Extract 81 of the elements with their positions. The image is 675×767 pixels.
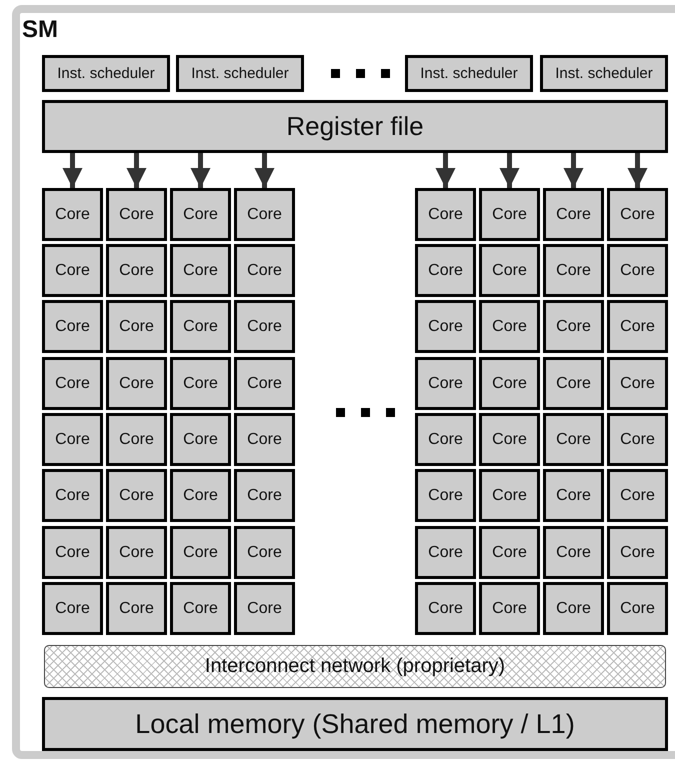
core-block: Core (415, 357, 476, 410)
core-block: Core (607, 357, 668, 410)
core-block: Core (415, 526, 476, 579)
core-block: Core (415, 300, 476, 353)
core-block: Core (543, 413, 604, 466)
core-block: Core (415, 413, 476, 466)
core-block: Core (415, 582, 476, 635)
core-block: Core (479, 244, 540, 297)
core-block: Core (607, 582, 668, 635)
core-block: Core (106, 244, 167, 297)
scheduler-block: Inst. scheduler (540, 55, 668, 92)
panel-title: SM (22, 17, 58, 43)
core-block: Core (106, 357, 167, 410)
core-block: Core (607, 188, 668, 241)
core-block: Core (42, 469, 103, 522)
core-block: Core (170, 357, 231, 410)
local-memory-bar: Local memory (Shared memory / L1) (42, 697, 668, 751)
core-block: Core (479, 469, 540, 522)
core-block: Core (415, 188, 476, 241)
arrow (254, 153, 274, 188)
core-block: Core (234, 244, 295, 297)
core-block: Core (234, 413, 295, 466)
scheduler-block: Inst. scheduler (405, 55, 533, 92)
core-block: Core (42, 244, 103, 297)
core-block: Core (170, 300, 231, 353)
interconnect-bar: Interconnect network (proprietary) (44, 645, 666, 688)
core-block: Core (415, 244, 476, 297)
core-block: Core (106, 469, 167, 522)
arrow (500, 153, 520, 188)
core-block: Core (106, 300, 167, 353)
core-block: Core (42, 357, 103, 410)
scheduler-block: Inst. scheduler (176, 55, 304, 92)
core-block: Core (106, 413, 167, 466)
core-block: Core (607, 413, 668, 466)
core-block: Core (170, 413, 231, 466)
core-block: Core (170, 526, 231, 579)
core-block: Core (170, 582, 231, 635)
arrow (436, 153, 456, 188)
core-block: Core (234, 582, 295, 635)
core-block: Core (543, 526, 604, 579)
register-file-block: Register file (42, 100, 668, 153)
sm-panel (12, 5, 675, 759)
core-block: Core (170, 188, 231, 241)
core-block: Core (42, 300, 103, 353)
core-block: Core (479, 526, 540, 579)
core-block: Core (479, 413, 540, 466)
core-block: Core (234, 300, 295, 353)
core-block: Core (170, 469, 231, 522)
core-block: Core (415, 469, 476, 522)
arrow (564, 153, 584, 188)
core-block: Core (607, 244, 668, 297)
core-block: Core (106, 582, 167, 635)
core-block: Core (607, 526, 668, 579)
arrow (190, 153, 210, 188)
core-block: Core (543, 469, 604, 522)
core-block: Core (479, 188, 540, 241)
core-block: Core (234, 469, 295, 522)
scheduler-block: Inst. scheduler (42, 55, 170, 92)
arrow (126, 153, 146, 188)
core-block: Core (42, 413, 103, 466)
core-block: Core (42, 582, 103, 635)
core-block: Core (479, 582, 540, 635)
core-block: Core (106, 188, 167, 241)
core-block: Core (607, 300, 668, 353)
core-block: Core (234, 188, 295, 241)
core-block: Core (234, 357, 295, 410)
core-block: Core (543, 188, 604, 241)
core-block: Core (479, 300, 540, 353)
core-block: Core (543, 357, 604, 410)
core-block: Core (106, 526, 167, 579)
core-block: Core (170, 244, 231, 297)
core-block: Core (42, 526, 103, 579)
core-block: Core (543, 300, 604, 353)
core-block: Core (607, 469, 668, 522)
core-block: Core (479, 357, 540, 410)
arrow (628, 153, 648, 188)
core-block: Core (234, 526, 295, 579)
core-block: Core (42, 188, 103, 241)
arrow (62, 153, 82, 188)
core-block: Core (543, 244, 604, 297)
core-block: Core (543, 582, 604, 635)
